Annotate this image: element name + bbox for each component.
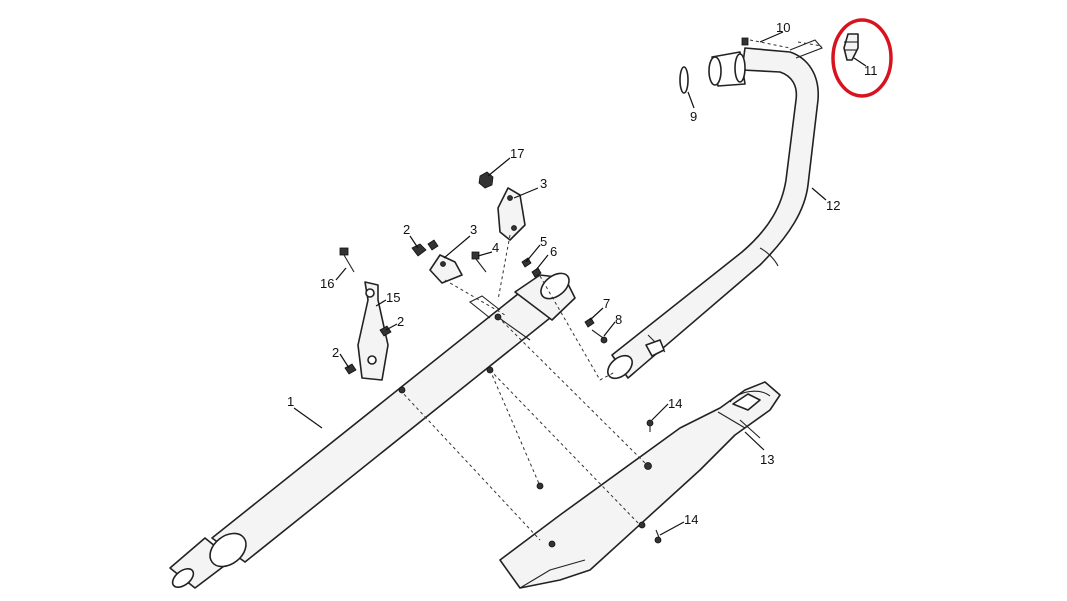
callout-2-mid: 2 xyxy=(397,314,404,329)
highlight-circle xyxy=(831,18,893,98)
part-9-gasket xyxy=(679,66,689,94)
part-5-6-fasteners xyxy=(521,257,542,278)
callout-12: 12 xyxy=(826,198,840,213)
callout-7: 7 xyxy=(603,296,610,311)
part-2-fastener-upper xyxy=(411,239,439,257)
callout-3-lower: 3 xyxy=(470,222,477,237)
part-3-bracket-lower xyxy=(429,254,463,284)
callout-14-upper: 14 xyxy=(668,396,682,411)
part-11-oxygen-sensor xyxy=(843,33,859,61)
part-3-bracket-upper xyxy=(497,187,526,241)
callout-9: 9 xyxy=(690,109,697,124)
callout-1: 1 xyxy=(287,394,294,409)
callout-16: 16 xyxy=(320,276,334,291)
part-13-rear-muffler xyxy=(499,381,781,589)
part-15-mounting-bracket xyxy=(357,281,389,381)
callout-11: 11 xyxy=(864,63,878,78)
callout-15: 15 xyxy=(386,290,400,305)
callout-2-upper: 2 xyxy=(403,222,410,237)
callout-10: 10 xyxy=(776,20,790,35)
callout-14-lower: 14 xyxy=(684,512,698,527)
leader-lines xyxy=(293,31,867,536)
part-4-bolt xyxy=(471,251,487,273)
callout-4: 4 xyxy=(492,240,499,255)
alignment-lines xyxy=(399,39,823,541)
part-16-bolt xyxy=(339,247,355,273)
part-1-front-muffler xyxy=(169,272,576,589)
part-17-nut xyxy=(478,171,494,189)
callout-17: 17 xyxy=(510,146,524,161)
part-12-header-pipe xyxy=(607,37,823,380)
part-14-screws xyxy=(646,419,662,544)
callout-13: 13 xyxy=(760,452,774,467)
callout-2-lower: 2 xyxy=(332,345,339,360)
callout-5: 5 xyxy=(540,234,547,249)
callout-3-upper: 3 xyxy=(540,176,547,191)
part-7-8-fasteners xyxy=(584,317,608,344)
callout-8: 8 xyxy=(615,312,622,327)
callout-labels: 1 2 2 2 3 3 4 5 6 7 8 9 10 11 12 13 14 1… xyxy=(287,20,878,527)
callout-6: 6 xyxy=(550,244,557,259)
